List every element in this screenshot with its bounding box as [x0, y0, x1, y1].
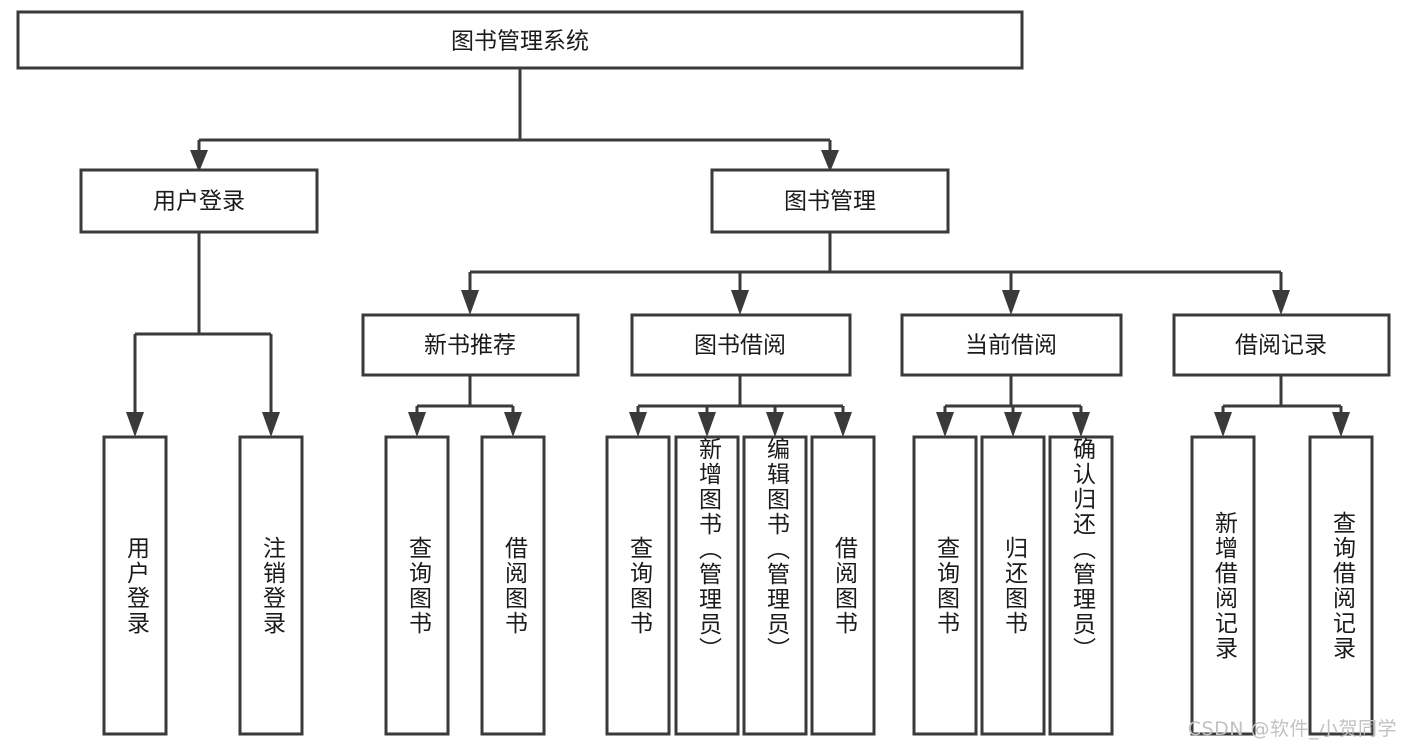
- arrowhead-leaf-book-borrow-4: [834, 412, 852, 437]
- node-new-book-recommend-label: 新书推荐: [424, 333, 516, 359]
- node-new-book-recommend[interactable]: 新书推荐: [361, 313, 580, 377]
- arrowhead-new-book: [461, 290, 479, 315]
- arrowhead-book-manage: [821, 150, 839, 172]
- arrowhead-borrow-record: [1272, 290, 1290, 315]
- node-borrow-record[interactable]: 借阅记录: [1172, 313, 1391, 377]
- node-borrow-record-box[interactable]: [1172, 313, 1391, 377]
- arrowhead-leaf-current-borrow-1: [936, 412, 954, 437]
- node-book-borrow[interactable]: 图书借阅: [630, 313, 852, 377]
- leaf-box-borrow-record-1[interactable]: [1190, 435, 1256, 736]
- leaf-boxes: [102, 435, 1374, 736]
- leaf-box-book-borrow-3[interactable]: [742, 435, 808, 736]
- connector-group-new-book-recommend: [408, 375, 522, 437]
- connector-group-user-login: [126, 232, 280, 437]
- arrowhead-leaf-borrow-record-2: [1332, 412, 1350, 437]
- leaf-box-new-book-1[interactable]: [384, 435, 450, 736]
- node-book-manage[interactable]: 图书管理: [710, 168, 950, 234]
- arrowhead-leaf-borrow-record-1: [1214, 412, 1232, 437]
- arrowhead-leaf-book-borrow-1: [629, 412, 647, 437]
- arrowhead-leaf-current-borrow-2: [1004, 412, 1022, 437]
- leaf-box-current-borrow-2[interactable]: [980, 435, 1046, 736]
- leaf-box-current-borrow-1[interactable]: [912, 435, 978, 736]
- leaf-box-user-login-1[interactable]: [102, 435, 168, 736]
- arrowhead-user-login: [190, 150, 208, 172]
- connector-group-current-borrow: [936, 375, 1090, 437]
- arrowhead-leaf-user-login-1: [126, 412, 144, 437]
- connector-group-borrow-record: [1214, 375, 1350, 437]
- node-current-borrow-label: 当前借阅: [965, 333, 1057, 359]
- connector-group-book-manage: [461, 232, 1290, 315]
- leaf-box-user-login-2[interactable]: [238, 435, 304, 736]
- node-current-borrow-box[interactable]: [900, 313, 1123, 377]
- arrowhead-leaf-user-login-2: [262, 412, 280, 437]
- arrowhead-leaf-current-borrow-3: [1072, 412, 1090, 437]
- node-root[interactable]: 图书管理系统: [16, 10, 1024, 70]
- node-book-borrow-box[interactable]: [630, 313, 852, 377]
- node-root-label: 图书管理系统: [451, 29, 589, 55]
- node-borrow-record-label: 借阅记录: [1235, 333, 1327, 359]
- leaf-box-borrow-record-2[interactable]: [1308, 435, 1374, 736]
- node-book-manage-box[interactable]: [710, 168, 950, 234]
- node-user-login-box[interactable]: [79, 168, 319, 234]
- leaf-box-book-borrow-1[interactable]: [605, 435, 671, 736]
- leaf-box-book-borrow-2[interactable]: [674, 435, 740, 736]
- node-book-borrow-label: 图书借阅: [694, 333, 786, 359]
- leaf-box-new-book-2[interactable]: [480, 435, 546, 736]
- arrowhead-leaf-book-borrow-3: [766, 412, 784, 437]
- node-user-login[interactable]: 用户登录: [79, 168, 319, 234]
- arrowhead-leaf-book-borrow-2: [698, 412, 716, 437]
- node-current-borrow[interactable]: 当前借阅: [900, 313, 1123, 377]
- arrowhead-leaf-new-book-2: [504, 412, 522, 437]
- arrowhead-book-borrow: [731, 290, 749, 315]
- node-root-box[interactable]: [16, 10, 1024, 70]
- arrowhead-current-borrow: [1002, 290, 1020, 315]
- node-user-login-label: 用户登录: [153, 189, 245, 215]
- node-new-book-recommend-box[interactable]: [361, 313, 580, 377]
- connector-group-root: [190, 68, 839, 172]
- leaf-box-book-borrow-4[interactable]: [810, 435, 876, 736]
- arrowhead-leaf-new-book-1: [408, 412, 426, 437]
- node-book-manage-label: 图书管理: [784, 189, 876, 215]
- connector-group-book-borrow: [629, 375, 852, 437]
- leaf-box-current-borrow-3[interactable]: [1048, 435, 1114, 736]
